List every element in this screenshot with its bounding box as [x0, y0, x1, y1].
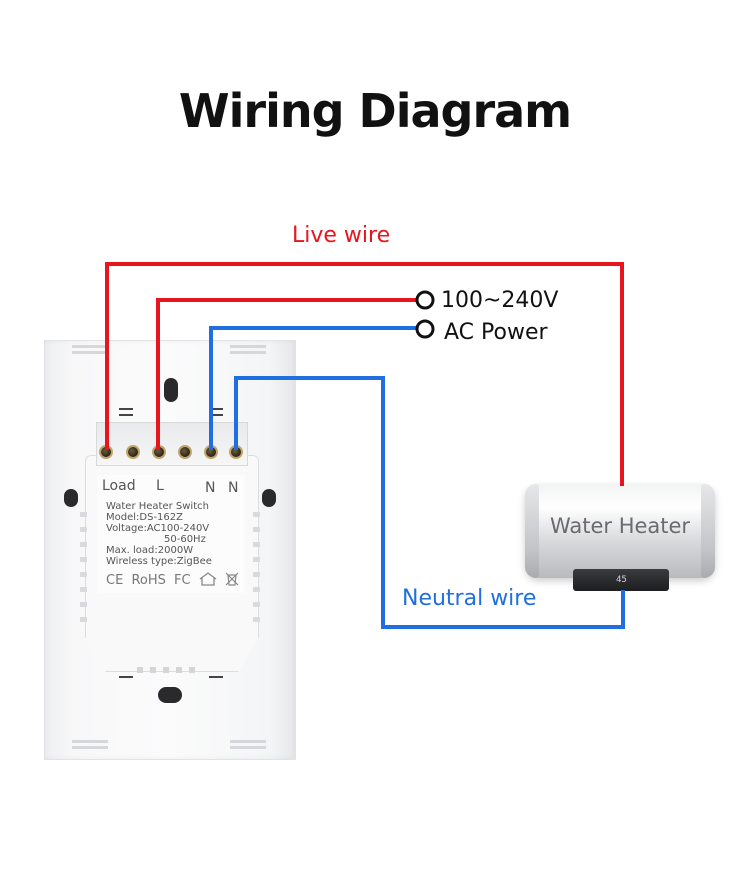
side-notches — [80, 512, 87, 632]
heater-display: 45 — [616, 575, 627, 585]
ce-mark: CE — [106, 573, 124, 588]
plate-slot — [72, 740, 108, 749]
plate-slot — [230, 345, 266, 354]
terminal-label-n2: N — [228, 480, 239, 496]
plate-slot — [230, 740, 266, 749]
rohs-mark: RoHS — [131, 573, 166, 588]
page-title: Wiring Diagram — [178, 84, 572, 138]
side-notches — [253, 512, 260, 632]
vent-marks — [119, 408, 133, 420]
neutral-wire-load — [234, 376, 625, 629]
terminal-blank — [178, 445, 192, 459]
spec-line: Model:DS-162Z — [106, 512, 183, 523]
weee-bin-icon — [225, 572, 239, 586]
power-name-label: AC Power — [444, 320, 548, 345]
terminal-label-l: L — [156, 478, 164, 494]
plate-slot — [72, 345, 108, 354]
mounting-hole — [64, 489, 78, 507]
spec-line: Water Heater Switch — [106, 501, 209, 512]
water-heater: Water Heater — [525, 484, 715, 578]
heater-control-panel — [573, 569, 669, 591]
power-voltage-label: 100~240V — [441, 288, 559, 313]
fcc-mark: FC — [174, 573, 191, 588]
live-wire-load — [105, 262, 624, 486]
terminal-label-load: Load — [102, 478, 136, 494]
live-wire-label: Live wire — [292, 223, 391, 248]
heater-end-cap — [525, 484, 539, 578]
water-heater-label: Water Heater — [549, 514, 691, 538]
neutral-wire-label: Neutral wire — [402, 586, 537, 611]
vent-marks — [209, 408, 223, 420]
heater-end-cap — [701, 484, 715, 578]
live-wire-supply — [156, 298, 418, 450]
neutral-wire-supply — [209, 326, 418, 450]
spec-label — [97, 475, 245, 593]
spec-line: Wireless type:ZigBee — [106, 556, 212, 567]
home-icon — [199, 572, 217, 586]
power-terminal-neutral — [415, 319, 435, 339]
mounting-hole — [164, 378, 178, 402]
terminal-label-n1: N — [205, 480, 216, 496]
terminal-block — [96, 422, 248, 466]
certification-marks: CE RoHS FC — [106, 572, 239, 588]
spec-line: 50-60Hz — [164, 534, 206, 545]
spec-line: Voltage:AC100-240V — [106, 523, 210, 534]
bottom-vents — [137, 660, 207, 673]
power-terminal-live — [415, 290, 435, 310]
mounting-hole — [158, 687, 182, 703]
spec-line: Max. load:2000W — [106, 545, 194, 556]
mounting-hole — [262, 489, 276, 507]
terminal-load-2 — [126, 445, 140, 459]
